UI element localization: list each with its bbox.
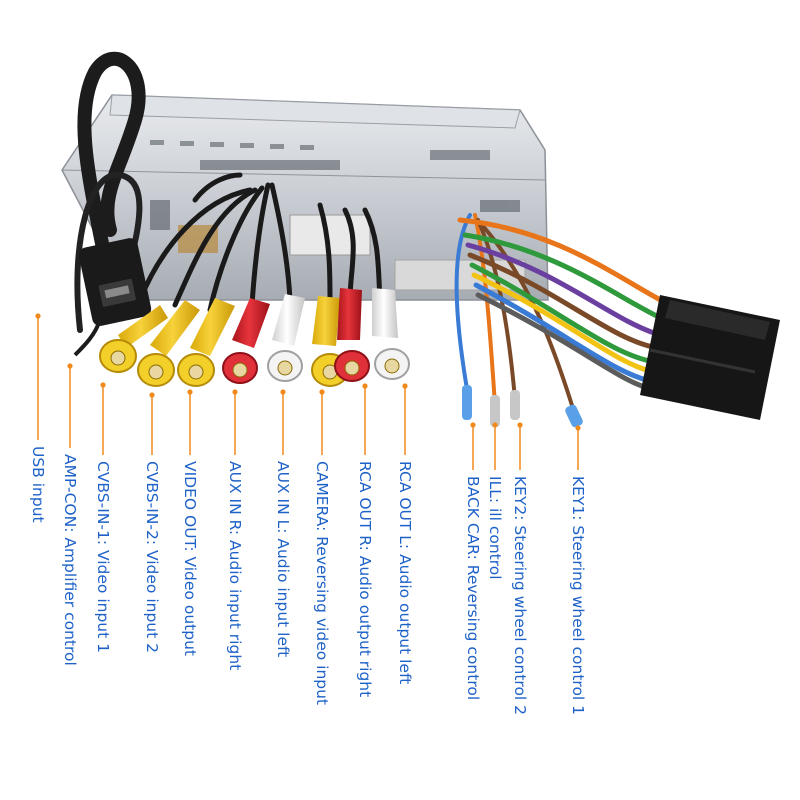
label-vout: VIDEO OUT: Video output — [181, 461, 199, 656]
label-key1: KEY1: Steering wheel control 1 — [569, 476, 587, 716]
label-cvbs1: CVBS-IN-1: Video input 1 — [94, 461, 112, 654]
usb-cable — [74, 51, 146, 333]
iso-harness-wires — [457, 217, 673, 393]
leader-dot-auxr — [232, 389, 238, 395]
leader-dot-back — [470, 422, 476, 428]
label-cam: CAMERA: Reversing video input — [313, 461, 331, 706]
label-rcal: RCA OUT L: Audio output left — [396, 461, 414, 685]
label-key2: KEY2: Steering wheel control 2 — [511, 476, 529, 716]
rca-plug-rca-out-r — [334, 288, 370, 382]
rca-plug-rca-out-l — [372, 288, 410, 380]
leader-dot-rcar — [362, 383, 368, 389]
usb-connector — [78, 238, 152, 326]
label-back: BACK CAR: Reversing control — [464, 476, 482, 701]
label-auxl: AUX IN L: Audio input left — [274, 461, 292, 658]
rca-plug-aux-in-r — [222, 298, 270, 384]
label-auxr: AUX IN R: Audio input right — [226, 461, 244, 671]
leader-dot-cam — [319, 389, 325, 395]
iso-connector — [640, 295, 780, 420]
leader-dot-amp — [67, 363, 73, 369]
leader-dot-rcal — [402, 383, 408, 389]
label-cvbs2: CVBS-IN-2: Video input 2 — [143, 461, 161, 654]
wire-terminals — [462, 385, 583, 428]
rca-plug-cvbs-in-2 — [137, 300, 200, 387]
leader-dot-usb — [35, 313, 41, 319]
leader-dot-cvbs1 — [100, 382, 106, 388]
leader-dot-auxl — [280, 389, 286, 395]
rca-plug-cvbs-in-1 — [99, 305, 168, 373]
leader-dot-key2 — [517, 422, 523, 428]
leader-dot-cvbs2 — [149, 392, 155, 398]
rca-plug-video-out — [177, 298, 235, 387]
label-rcar: RCA OUT R: Audio output right — [356, 461, 374, 698]
leader-dot-key1 — [575, 425, 581, 431]
leader-dot-ill — [492, 422, 498, 428]
leader-dot-vout — [187, 389, 193, 395]
label-amp: AMP-CON: Amplifier control — [61, 454, 79, 666]
amp-con-wire — [73, 319, 102, 357]
rca-plug-aux-in-l — [267, 294, 305, 382]
label-ill: ILL: ill control — [486, 476, 504, 580]
label-usb: USB input — [29, 446, 47, 523]
